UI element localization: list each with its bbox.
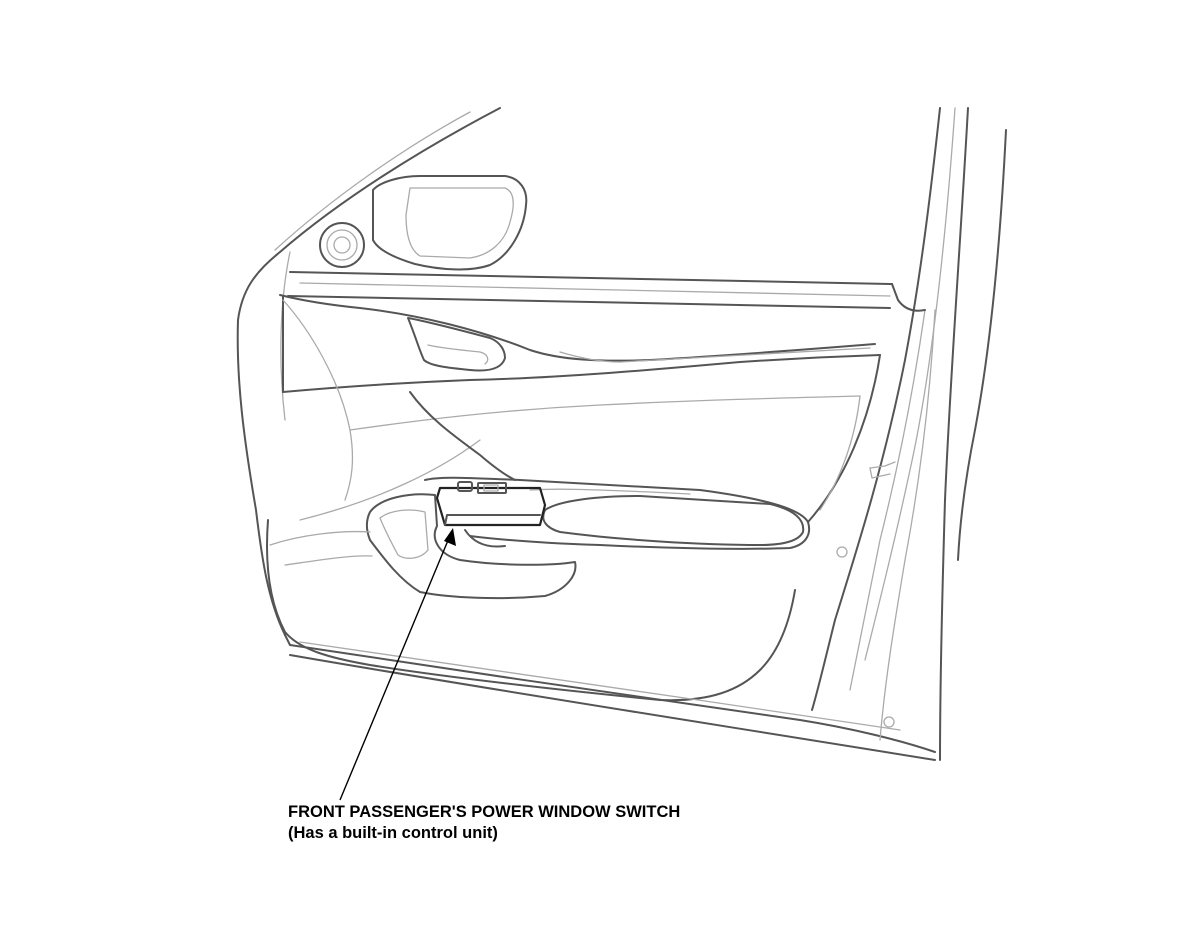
door-trim-lower [266, 354, 881, 702]
callout-label: FRONT PASSENGER'S POWER WINDOW SWITCH (H… [288, 802, 680, 844]
door-trim-upper [279, 294, 881, 393]
tweeter-speaker [319, 222, 365, 268]
window-belt-line [287, 271, 893, 309]
a-pillar [236, 107, 501, 636]
b-pillar [811, 107, 1007, 761]
power-window-switch [435, 481, 547, 527]
door-pocket [366, 493, 577, 600]
door-trim-mid [282, 299, 861, 521]
callout-note: (Has a built-in control unit) [288, 824, 498, 842]
callout-leader [339, 528, 456, 801]
callout-title: FRONT PASSENGER'S POWER WINDOW SWITCH [288, 803, 681, 821]
arrow-head-icon [444, 528, 456, 546]
door-sill [284, 634, 936, 761]
mirror-mount [372, 175, 528, 271]
